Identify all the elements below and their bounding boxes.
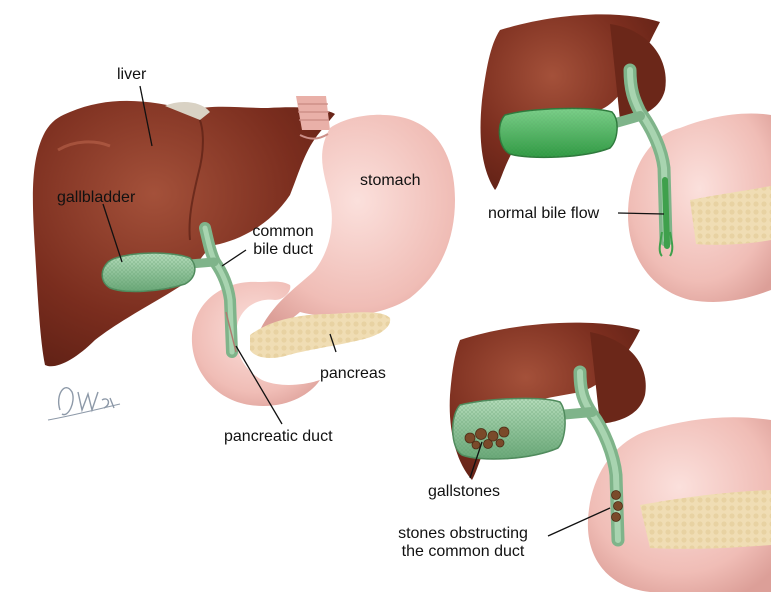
liver-label: liver (117, 66, 146, 84)
normal-flow-panel (481, 14, 771, 302)
gallbladder-label: gallbladder (57, 189, 135, 207)
gallstones-label: gallstones (428, 483, 500, 501)
artist-signature (48, 388, 120, 420)
pancreas-label: pancreas (320, 365, 386, 383)
stones-obstructing-label-line1: stones obstructing (382, 525, 544, 543)
stones-obstructing-label: stones obstructing the common duct (382, 525, 544, 561)
common-bile-duct-label: common bile duct (244, 223, 322, 259)
esophagus (296, 96, 330, 130)
stomach-label: stomach (360, 172, 420, 190)
normal-bile-flow-label: normal bile flow (488, 205, 599, 223)
stones-obstructing-label-line2: the common duct (382, 543, 544, 561)
gallbladder-main (102, 253, 195, 291)
pancreatic-duct-label: pancreatic duct (224, 428, 333, 446)
duct-stones (612, 491, 623, 522)
common-bile-duct-label-line1: common (244, 223, 322, 241)
common-bile-duct-label-line2: bile duct (244, 241, 322, 259)
